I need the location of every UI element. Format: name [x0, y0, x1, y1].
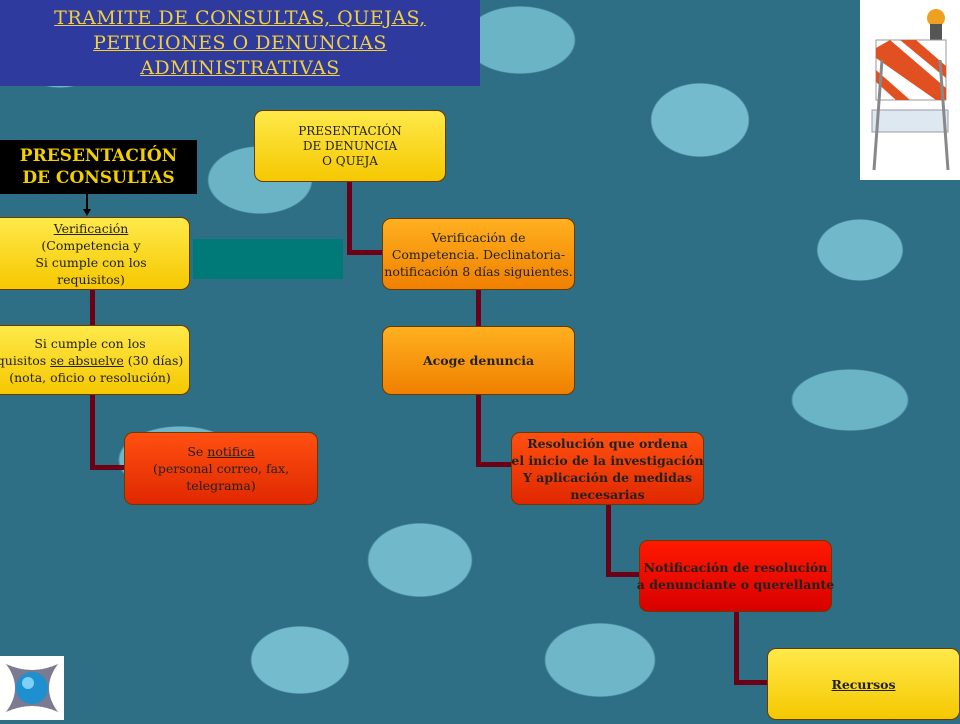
connector-right-3 [476, 290, 481, 326]
title-line-1: TRAMITE DE CONSULTAS, QUEJAS, [54, 7, 426, 29]
absuelve-line-2: quisitos se absuelve (30 días) [0, 352, 183, 369]
connector-left-3 [90, 465, 128, 470]
verificacion-title: Verificación [53, 220, 129, 236]
verificacion-line-4: requisitos) [57, 271, 125, 287]
notifica-line-1: Se notifica [153, 443, 289, 460]
presentacion-line-3: O QUEJA [322, 153, 378, 168]
connector-left-1 [90, 290, 95, 326]
verif-line-3: notificación 8 días siguientes. [384, 263, 573, 279]
verificacion-line-2: (Competencia y [41, 237, 141, 253]
consultas-heading: PRESENTACIÓN DE CONSULTAS [0, 140, 197, 194]
notifica-line-3: telegrama) [186, 478, 256, 493]
verificacion-box: Verificación (Competencia y Si cumple co… [0, 217, 190, 290]
verificacion-line-3: Si cumple con los [35, 254, 147, 270]
connector-left-2 [90, 394, 95, 470]
notifica-text-b: notifica [207, 444, 255, 459]
globe-logo-icon [0, 656, 64, 720]
presentacion-line-2: DE DENUNCIA [302, 138, 398, 153]
acoge-label: Acoge denuncia [422, 353, 535, 368]
notif-res-line-1: Notificación de resolución [643, 560, 828, 575]
absuelve-line-3: (nota, oficio o resolución) [9, 369, 171, 385]
resolucion-line-2: el inicio de la investigación [511, 452, 704, 468]
connector-right-7 [606, 572, 640, 577]
absuelve-box: Si cumple con los quisitos se absuelve (… [0, 325, 190, 395]
resolucion-line-3: Y aplicación de medidas [522, 469, 693, 485]
verificacion-competencia-box: Verificación de Competencia. Declinatori… [382, 218, 575, 290]
presentacion-line-1: PRESENTACIÓN [298, 123, 402, 138]
page-title: TRAMITE DE CONSULTAS, QUEJAS, PETICIONES… [0, 0, 480, 86]
connector-right-4 [476, 395, 481, 467]
resolucion-line-4: necesarias [570, 486, 645, 502]
absuelve-text-b: se absuelve [50, 352, 124, 368]
connector-right-5 [476, 462, 512, 467]
acoge-denuncia-box: Acoge denuncia [382, 326, 575, 395]
absuelve-line-1: Si cumple con los [34, 335, 146, 351]
resolucion-box: Resolución que ordena el inicio de la in… [511, 432, 704, 505]
absuelve-text-c: (30 días) [127, 352, 184, 368]
absuelve-text-a: quisitos [0, 352, 47, 368]
connector-right-2 [347, 250, 383, 255]
consultas-heading-line-1: PRESENTACIÓN [19, 146, 178, 166]
notif-res-line-2: a denunciante o querellante [636, 577, 835, 592]
consultas-heading-line-2: DE CONSULTAS [22, 168, 175, 188]
connector-right-6 [606, 505, 611, 577]
connector-right-9 [734, 680, 768, 685]
notifica-box: Se notifica (personal correo, fax, teleg… [124, 432, 318, 505]
notificacion-resolucion-box: Notificación de resolución a denunciante… [636, 540, 835, 612]
connector-right-8 [734, 612, 739, 684]
notifica-line-2: (personal correo, fax, [152, 461, 290, 476]
teal-block [193, 239, 343, 279]
resolucion-line-1: Resolución que ordena [527, 435, 688, 451]
notifica-text-a: Se [187, 444, 204, 459]
connector-right-1 [347, 182, 352, 254]
heading-arrow [86, 194, 88, 212]
title-line-2: PETICIONES O DENUNCIAS [93, 32, 387, 54]
recursos-box: Recursos [767, 648, 960, 720]
title-line-3: ADMINISTRATIVAS [140, 57, 340, 79]
road-barrier-icon [860, 0, 960, 180]
recursos-label: Recursos [831, 676, 896, 692]
presentacion-denuncia-box: PRESENTACIÓN DE DENUNCIA O QUEJA [254, 110, 446, 182]
heading-arrow-head [83, 209, 91, 216]
verif-line-2: Competencia. Declinatoria- [391, 246, 566, 262]
verif-line-1: Verificación de [431, 229, 526, 245]
